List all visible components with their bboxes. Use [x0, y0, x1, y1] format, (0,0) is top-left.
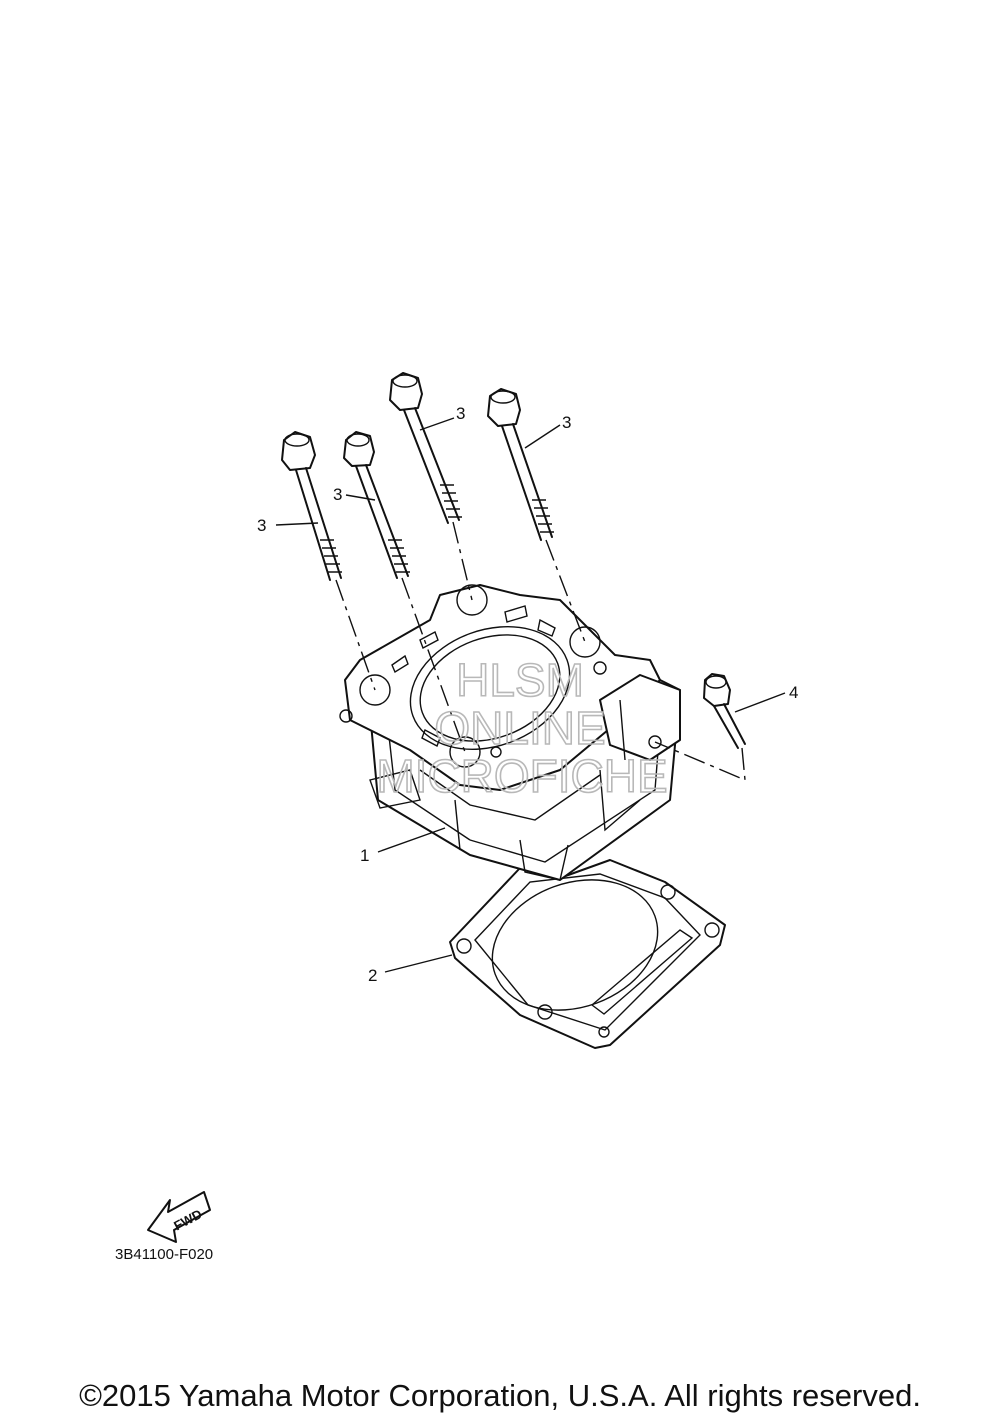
copyright-notice: ©2015 Yamaha Motor Corporation, U.S.A. A…: [79, 1378, 921, 1413]
callout-gasket: 2: [368, 966, 377, 985]
cylinder-bolt-1: [281, 431, 342, 581]
cylinder-bolt-4: [487, 388, 554, 541]
callout-bolt-a: 3: [257, 516, 266, 535]
watermark-line-2: ONLINE: [434, 702, 605, 754]
small-bolt: [703, 673, 746, 749]
leader-lines: [275, 417, 786, 973]
callout-cylinder: 1: [360, 846, 369, 865]
cylinder-block: [339, 584, 681, 881]
watermark: HLSM ONLINE MICROFICHE: [376, 653, 669, 803]
callout-bolt-c: 3: [456, 404, 465, 423]
cylinder-base-gasket: [449, 859, 726, 1049]
watermark-line-1: HLSM: [456, 654, 584, 706]
callout-small-bolt: 4: [789, 683, 798, 702]
cylinder-bolt-3: [389, 372, 462, 524]
alignment-lines: [335, 521, 746, 782]
callout-bolt-b: 3: [333, 485, 342, 504]
diagram-part-code: 3B41100-F020: [115, 1246, 214, 1263]
callout-bolt-d: 3: [562, 413, 571, 432]
cylinder-bolt-2: [343, 431, 410, 579]
fwd-arrow-icon: FWD: [147, 1191, 211, 1243]
watermark-line-3: MICROFICHE: [376, 750, 667, 802]
